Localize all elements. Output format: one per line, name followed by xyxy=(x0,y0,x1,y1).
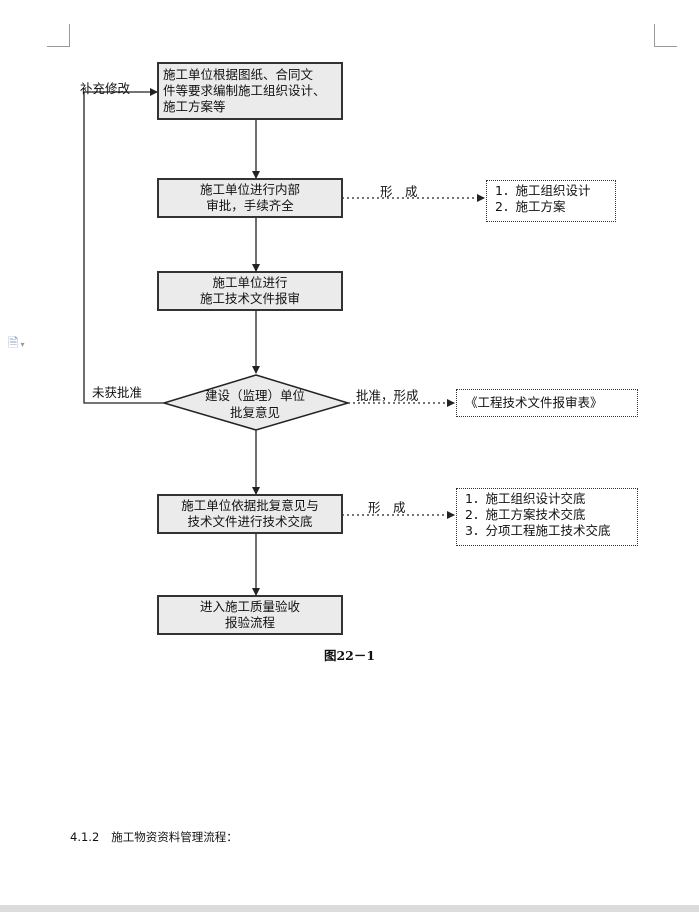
step-3-line-1: 施工单位进行 xyxy=(212,275,288,290)
flow-step-3: 施工单位进行 施工技术文件报审 xyxy=(157,271,343,311)
flow-step-1: 施工单位根据图纸、合同文 件等要求编制施工组织设计、 施工方案等 xyxy=(157,62,343,120)
flow-step-2: 施工单位进行内部 审批，手续齐全 xyxy=(157,178,343,218)
document-paragraph-icon[interactable]: 🗎▾ xyxy=(8,336,25,351)
figure-caption: 图22－1 xyxy=(323,648,376,663)
window-bottom-bar xyxy=(0,905,699,912)
decision-diamond xyxy=(161,374,351,431)
section-number: 4.1.2 xyxy=(70,830,100,844)
output-note-3: 1．施工组织设计交底 2．施工方案技术交底 3．分项工程施工技术交底 xyxy=(456,488,638,546)
decision-line-1: 建设（监理）单位 xyxy=(204,388,305,403)
step-4-line-1: 施工单位依据批复意见与 xyxy=(181,498,319,513)
flow-step-5: 进入施工质量验收 报验流程 xyxy=(157,595,343,635)
flow-step-4: 施工单位依据批复意见与 技术文件进行技术交底 xyxy=(157,494,343,534)
step-1-line-2: 件等要求编制施工组织设计、 xyxy=(163,83,326,98)
crop-mark-top-right xyxy=(654,24,677,47)
crop-mark-top-left xyxy=(47,24,70,47)
note-1-item-1: 1．施工组织设计 xyxy=(495,183,591,198)
step-5-line-1: 进入施工质量验收 xyxy=(199,599,300,614)
dropdown-arrow-icon[interactable]: ▾ xyxy=(20,340,25,349)
note-3-item-1: 1．施工组织设计交底 xyxy=(465,491,586,506)
step-5-line-2: 报验流程 xyxy=(224,615,275,630)
step-1-line-1: 施工单位根据图纸、合同文 xyxy=(163,67,314,82)
decision-line-2: 批复意见 xyxy=(229,405,280,420)
label-approve-form: 批准，形成 xyxy=(356,388,419,403)
step-3-line-2: 施工技术文件报审 xyxy=(199,291,300,306)
step-4-line-2: 技术文件进行技术交底 xyxy=(187,514,313,529)
section-title: 施工物资资料管理流程： xyxy=(111,830,238,844)
label-revise: 补充修改 xyxy=(80,81,131,96)
note-2-item-1: 《工程技术文件报审表》 xyxy=(465,395,603,410)
section-heading: 4.1.2 施工物资资料管理流程： xyxy=(70,829,238,845)
label-form-2: 形 成 xyxy=(368,500,406,515)
feedback-loop-line xyxy=(83,88,164,404)
note-3-item-3: 3．分项工程施工技术交底 xyxy=(465,523,611,538)
decision-text: 建设（监理）单位 批复意见 xyxy=(185,387,325,421)
output-note-2: 《工程技术文件报审表》 xyxy=(456,389,638,417)
label-not-approved: 未获批准 xyxy=(92,385,143,400)
step-2-line-1: 施工单位进行内部 xyxy=(199,182,300,197)
label-form-1: 形 成 xyxy=(380,184,418,199)
output-note-1: 1．施工组织设计 2．施工方案 xyxy=(486,180,616,222)
note-3-item-2: 2．施工方案技术交底 xyxy=(465,507,586,522)
step-2-line-2: 审批，手续齐全 xyxy=(206,198,294,213)
step-1-line-3: 施工方案等 xyxy=(163,99,226,114)
note-1-item-2: 2．施工方案 xyxy=(495,199,566,214)
